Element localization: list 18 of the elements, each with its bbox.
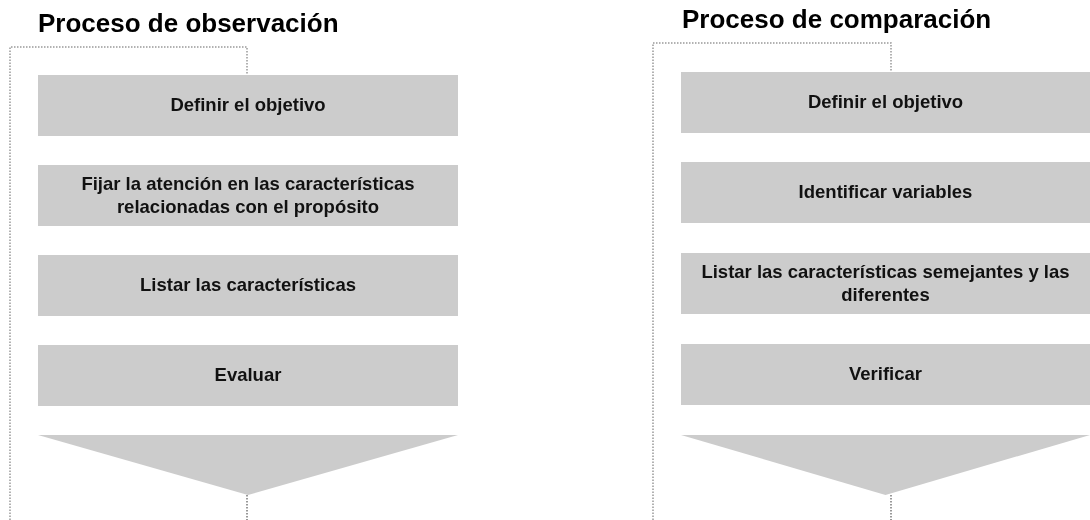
step-text: Definir el objetivo [806, 91, 965, 114]
panel-title: Proceso de observación [38, 8, 339, 39]
step-box [681, 253, 1090, 314]
step-box [681, 72, 1090, 133]
step-box [681, 162, 1090, 223]
step-text: Verificar [848, 363, 923, 386]
step-text: Listar las características semejantes y las diferentes [700, 261, 1071, 306]
step-box [38, 345, 458, 406]
step-text: Evaluar [213, 364, 283, 387]
step-text: Listar las características [139, 274, 357, 297]
step-box [38, 165, 458, 226]
step-box [38, 75, 458, 136]
step-box [681, 344, 1090, 405]
step-text: Fijar la atención en las características relacionadas con el propósito [80, 173, 416, 218]
panel-title: Proceso de comparación [682, 4, 992, 35]
step-text: Definir el objetivo [169, 94, 327, 117]
step-text: Identificar variables [797, 181, 974, 204]
step-box [38, 255, 458, 316]
